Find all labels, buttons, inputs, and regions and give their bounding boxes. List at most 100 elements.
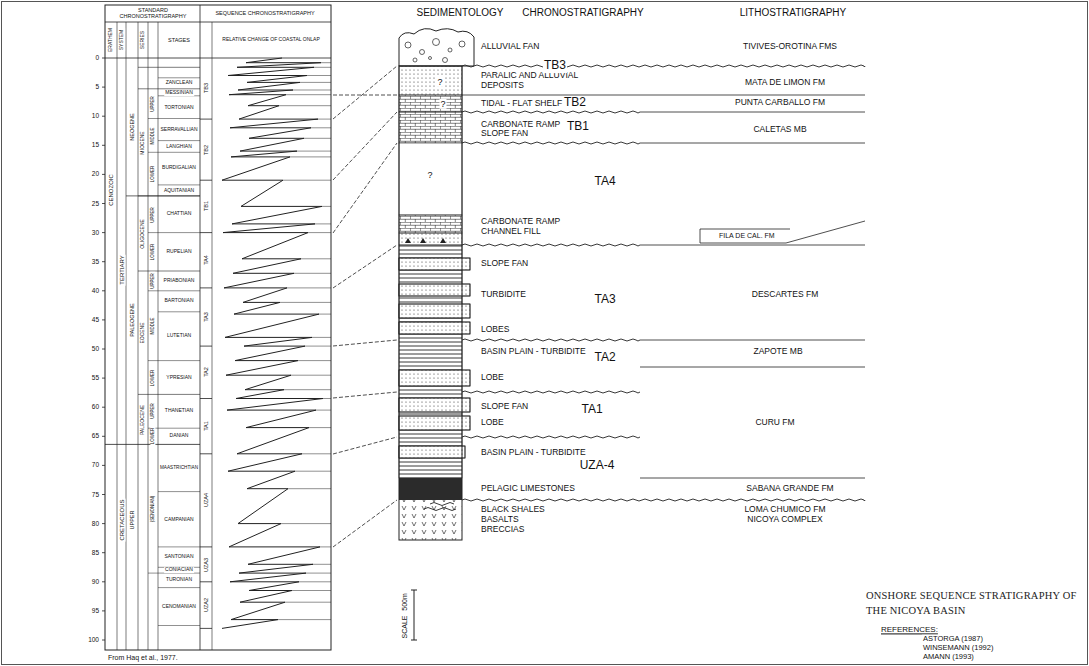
onlap-hatch	[285, 602, 331, 603]
chart-rule	[138, 22, 139, 650]
subseries-label: MIDDLE	[150, 126, 155, 145]
sequence-code: TA1	[203, 420, 209, 432]
sequence-boundary	[462, 391, 640, 393]
facies-label: BASALTS	[480, 515, 520, 525]
onlap-hatch	[292, 590, 331, 591]
onlap-hatch	[284, 389, 331, 390]
onlap-hatch	[291, 375, 331, 376]
facies-label: SLOPE FAN	[480, 129, 529, 139]
age-number: 90	[91, 578, 100, 585]
age-number: 85	[91, 549, 100, 556]
sequence-code: UZA2	[203, 597, 209, 613]
sequence-label: TA2	[593, 351, 616, 365]
onlap-hatch	[313, 564, 331, 565]
sequence-label: TA3	[593, 293, 616, 307]
subsystem-label: NEOGENE	[129, 112, 135, 142]
age-number: 80	[91, 520, 100, 527]
onlap-hatch	[299, 581, 331, 582]
facies-label: TURBIDITE	[480, 290, 527, 300]
chart-rule	[148, 428, 200, 429]
subseries-label: UPPER	[150, 206, 155, 224]
chart-rule	[158, 77, 200, 78]
chart-rule	[105, 22, 331, 23]
age-number: 45	[91, 316, 100, 323]
series-label: PALEOCENE	[140, 404, 146, 436]
age-tick	[102, 319, 105, 320]
facies-label: SLOPE FAN	[480, 402, 529, 412]
figure-title: ONSHORE SEQUENCE STRATIGRAPHY OF THE NIC…	[866, 589, 1084, 618]
subseries-label: UPPER	[150, 95, 155, 113]
onlap-hatch	[321, 62, 331, 63]
facies-label: PARALIC AND ALLUVIAL DEPOSITS	[480, 71, 607, 91]
column-header: RELATIVE CHANGE OF COASTAL ONLAP	[220, 37, 322, 43]
age-tick	[102, 116, 105, 117]
onlap-hatch	[290, 156, 331, 157]
correlation-line	[333, 95, 397, 96]
chart-rule	[148, 360, 200, 361]
sequence-code: UZA3	[203, 557, 209, 573]
onlap-hatch	[278, 619, 331, 620]
correlation-line	[333, 245, 397, 288]
subseries-label: MIDDLE	[150, 316, 155, 335]
stage-label: YPRESIAN	[165, 375, 192, 381]
onlap-hatch	[283, 180, 331, 181]
age-tick	[102, 407, 105, 408]
formation-label: DESCARTES FM	[751, 290, 819, 300]
chart-rule	[212, 22, 213, 650]
sequence-label: TB1	[566, 120, 590, 134]
formation-wedge	[700, 221, 865, 243]
onlap-hatch	[297, 151, 331, 152]
question-mark: ?	[426, 170, 433, 180]
chart-rule	[126, 22, 127, 650]
age-number: 55	[91, 374, 100, 381]
formation-boundary	[640, 245, 865, 246]
age-tick	[102, 232, 105, 233]
subseries-label: LOWER	[150, 165, 155, 184]
age-number: 75	[91, 491, 100, 498]
subseries-label: LOWER	[150, 243, 155, 262]
age-number: 15	[91, 142, 100, 149]
onlap-hatch	[279, 105, 331, 106]
age-number: 0	[94, 54, 100, 61]
column-heading: LITHOSTRATIGRAPHY	[739, 7, 848, 19]
onlap-hatch	[287, 287, 331, 288]
age-number: 30	[91, 229, 100, 236]
sequence-rule	[200, 628, 212, 629]
age-number: 60	[91, 403, 100, 410]
stage-label: TORTONIAN	[163, 105, 194, 111]
correlation-line	[333, 112, 397, 180]
formation-label: NICOYA COMPLEX	[746, 515, 823, 525]
onlap-hatch	[293, 90, 331, 91]
stage-label: CHATTIAN	[166, 211, 193, 217]
stage-label: PRIABONIAN	[163, 278, 196, 284]
scale-bar	[411, 590, 417, 640]
facies-label: BRECCIAS	[480, 525, 525, 535]
age-tick	[102, 58, 105, 59]
stage-label: LUTETIAN	[166, 333, 192, 339]
formation-label: SABANA GRANDE FM	[745, 484, 834, 494]
subseries-label: UPPER	[150, 272, 155, 290]
correlation-line	[333, 392, 397, 398]
onlap-hatch	[304, 138, 331, 139]
chart-header: STANDARD CHRONOSTRATIGRAPHY	[108, 7, 198, 20]
facies-label: LOBE	[480, 373, 505, 383]
stage-label: MESSINIAN	[164, 90, 194, 96]
correlation-line	[333, 340, 397, 346]
age-number: 25	[91, 200, 100, 207]
reference-text: WINSEMANN (1992)	[922, 644, 994, 653]
question-mark: ?	[439, 99, 446, 109]
facies-label: CHANNEL FILL	[480, 227, 542, 237]
chart-rule	[158, 546, 200, 547]
formation-label: ZAPOTE MB	[752, 347, 803, 357]
age-tick	[102, 145, 105, 146]
onlap-hatch	[311, 127, 331, 128]
onlap-hatch	[309, 427, 331, 428]
system-label: CRETACEOUS	[118, 498, 125, 541]
formation-boundary	[640, 340, 865, 341]
sequence-rule	[200, 546, 212, 547]
sequence-label: TA1	[580, 403, 603, 417]
age-tick	[102, 290, 105, 291]
chart-rule	[138, 195, 200, 196]
